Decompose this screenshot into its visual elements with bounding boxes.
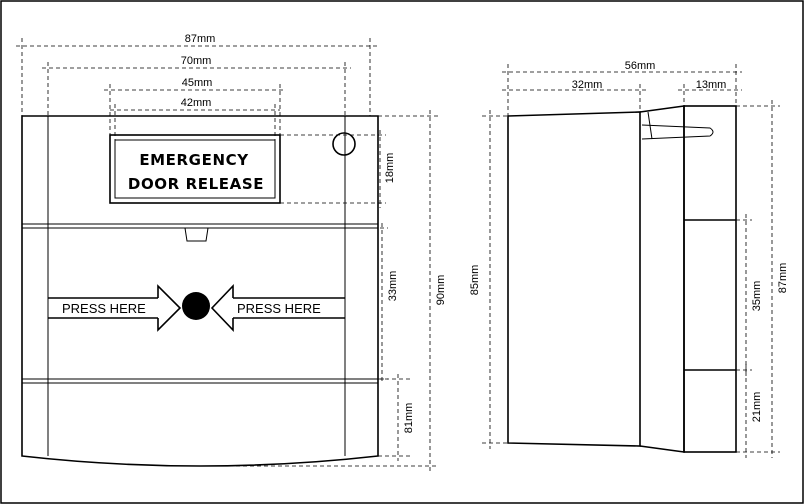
front-dimensions: 87mm 70mm 45mm 42mm 18mm 33mm 90mm bbox=[16, 33, 447, 472]
label-emergency: EMERGENCY bbox=[139, 151, 249, 169]
arrow-left-icon bbox=[157, 284, 182, 332]
dim-70-text: 70mm bbox=[181, 55, 212, 67]
dim-90-text: 90mm bbox=[435, 275, 447, 306]
side-view bbox=[507, 105, 737, 453]
dim-87s-text: 87mm bbox=[777, 263, 789, 294]
press-button bbox=[182, 292, 210, 320]
press-here-band: PRESS HERE PRESS HERE bbox=[48, 284, 345, 332]
lever-pin bbox=[641, 124, 714, 140]
label-door-release: DOOR RELEASE bbox=[128, 175, 264, 193]
dim-35-text: 35mm bbox=[751, 281, 763, 312]
press-here-right: PRESS HERE bbox=[237, 301, 321, 316]
front-view: EMERGENCY DOOR RELEASE PRESS HERE PRESS … bbox=[21, 115, 379, 467]
dim-21-text: 21mm bbox=[751, 392, 763, 423]
screw-hole bbox=[332, 132, 356, 156]
lever-pin-inner bbox=[647, 111, 653, 140]
dim-85-text: 85mm bbox=[469, 265, 481, 296]
dim-13-text: 13mm bbox=[696, 79, 727, 91]
dim-42-text: 42mm bbox=[181, 97, 212, 109]
dim-81-text: 81mm bbox=[403, 403, 415, 434]
side-back-section bbox=[683, 105, 737, 453]
dim-87-text: 87mm bbox=[185, 33, 216, 45]
release-tab bbox=[184, 227, 209, 242]
arrow-right-icon bbox=[210, 284, 234, 332]
dim-33-text: 33mm bbox=[387, 271, 399, 302]
side-body-outline bbox=[507, 111, 641, 447]
dim-18-text: 18mm bbox=[384, 153, 396, 184]
label-inner-frame bbox=[114, 139, 276, 199]
dim-45-text: 45mm bbox=[182, 77, 213, 89]
dim-56-text: 56mm bbox=[625, 60, 656, 72]
press-here-left: PRESS HERE bbox=[62, 301, 146, 316]
label-outer-frame bbox=[109, 134, 281, 204]
dim-32-text: 32mm bbox=[572, 79, 603, 91]
side-middle-section bbox=[639, 105, 685, 453]
side-dimensions: 56mm 32mm 13mm 85mm 87mm 35mm 21mm bbox=[469, 60, 789, 458]
